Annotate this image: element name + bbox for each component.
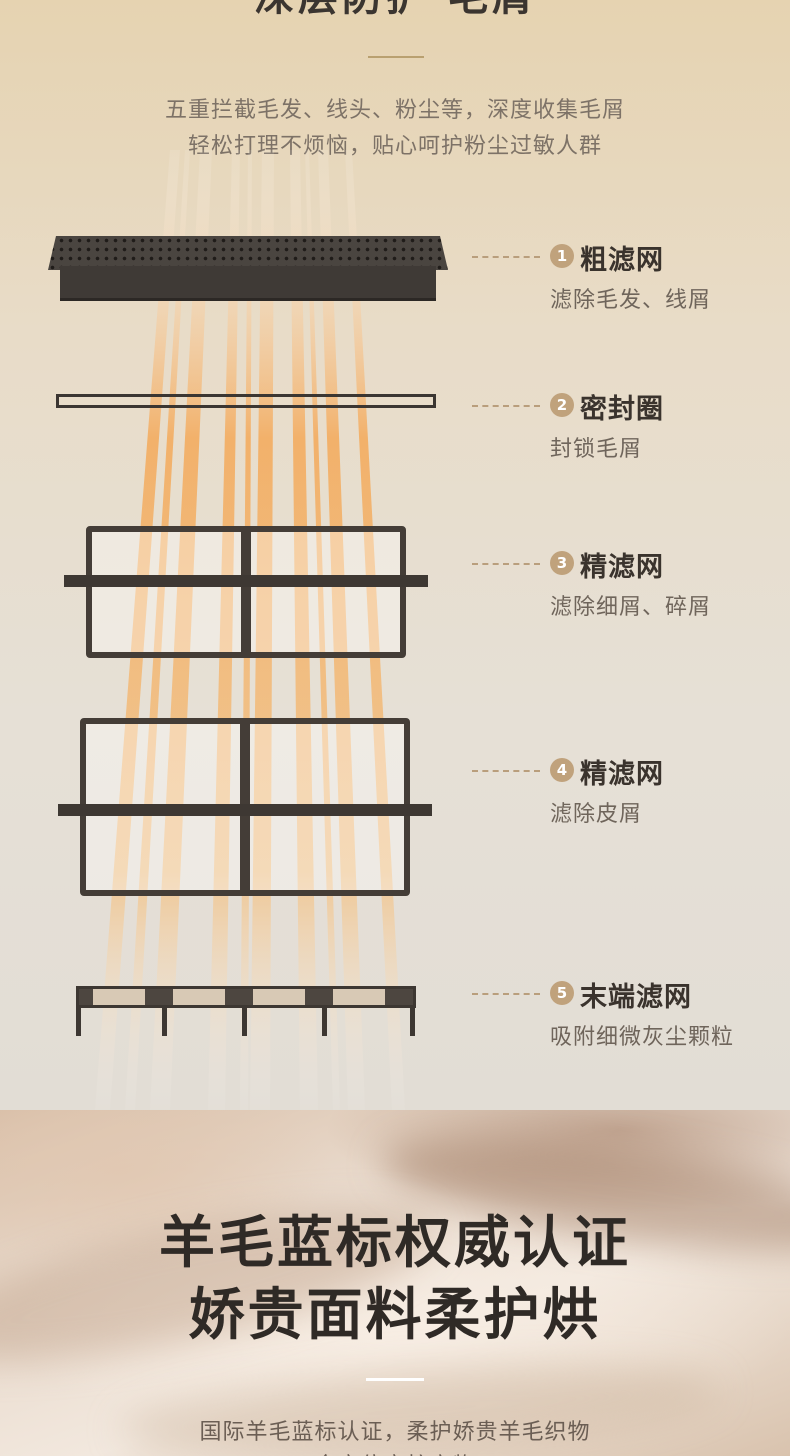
layer-desc: 滤除毛发、线屑 [550, 288, 712, 313]
dashed-connector [472, 256, 540, 258]
number-badge: 3 [550, 551, 574, 575]
number-badge: 5 [550, 981, 574, 1005]
layer-desc: 封锁毛屑 [550, 437, 643, 462]
wool-title-line-2: 娇贵面料柔护烘 [188, 1283, 602, 1348]
layer-name: 末端滤网 [580, 982, 692, 1013]
layer-name: 粗滤网 [580, 245, 664, 276]
wool-title-line-1: 羊毛蓝标权威认证 [159, 1211, 631, 1276]
layer-desc: 滤除皮屑 [550, 802, 643, 827]
layer-desc: 滤除细屑、碎屑 [550, 595, 712, 620]
layer-name: 密封圈 [580, 394, 664, 425]
title-divider [368, 56, 424, 58]
wool-desc-line-1: 国际羊毛蓝标认证，柔护娇贵羊毛织物 [199, 1420, 591, 1445]
dashed-connector [472, 563, 540, 565]
wool-desc-line-2: 全方位守护衣物 [0, 1448, 790, 1456]
number-badge: 2 [550, 393, 574, 417]
section-title: 深层防护 毛屑 [0, 0, 790, 22]
seal-ring-image [56, 394, 436, 414]
fine-filter-2-image [58, 718, 432, 896]
end-filter-image [76, 986, 416, 1036]
coarse-filter-image [48, 236, 448, 301]
layer-name: 精滤网 [580, 759, 664, 790]
number-badge: 4 [550, 758, 574, 782]
filter-layers-section: 深层防护 毛屑 五重拦截毛发、线头、粉尘等，深度收集毛屑 轻松打理不烦恼，贴心呵… [0, 0, 790, 1110]
number-badge: 1 [550, 244, 574, 268]
wool-certification-section: 羊毛蓝标权威认证 娇贵面料柔护烘 国际羊毛蓝标认证，柔护娇贵羊毛织物 全方位守护… [0, 1110, 790, 1456]
intro-line-2: 轻松打理不烦恼，贴心呵护粉尘过敏人群 [187, 134, 602, 159]
dashed-connector [472, 993, 540, 995]
layer-desc: 吸附细微灰尘颗粒 [550, 1025, 735, 1050]
fine-filter-1-image [64, 526, 428, 658]
wool-divider [366, 1378, 424, 1381]
dashed-connector [472, 405, 540, 407]
intro-line-1: 五重拦截毛发、线头、粉尘等，深度收集毛屑 [164, 98, 625, 123]
dashed-connector [472, 770, 540, 772]
layer-name: 精滤网 [580, 552, 664, 583]
